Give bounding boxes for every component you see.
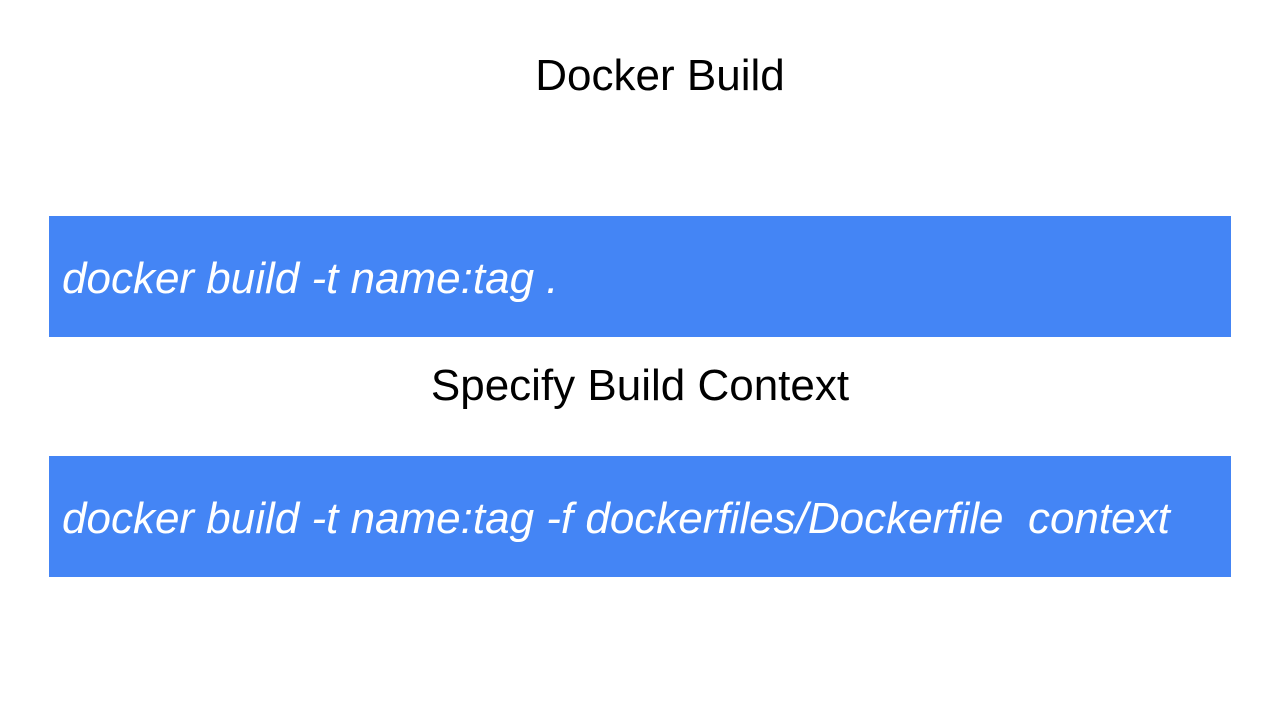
basic-command-text: docker build -t name:tag . <box>62 253 559 303</box>
basic-command-box: docker build -t name:tag . <box>49 216 1231 337</box>
slide-subtitle: Specify Build Context <box>430 361 850 410</box>
context-command-box: docker build -t name:tag -f dockerfiles/… <box>49 456 1231 577</box>
slide-title: Docker Build <box>535 51 785 100</box>
context-command-text: docker build -t name:tag -f dockerfiles/… <box>62 493 1170 543</box>
